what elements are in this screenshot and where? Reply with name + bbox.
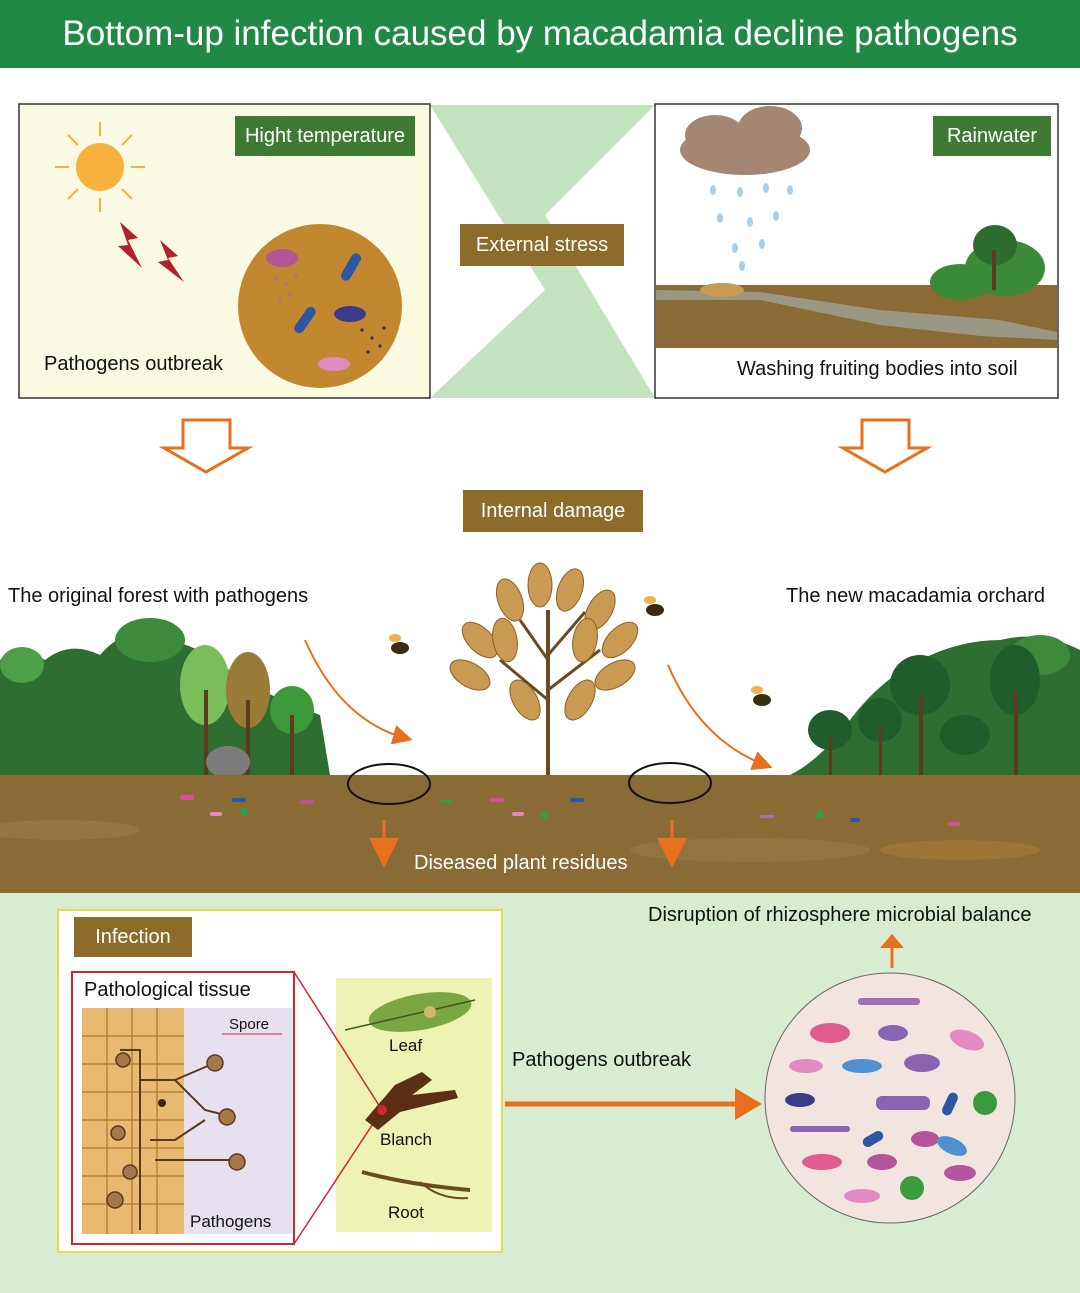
spore-label: Spore xyxy=(229,1016,270,1033)
tissue-title: Pathological tissue xyxy=(84,979,251,1001)
heat-label-text: Hight temperature xyxy=(244,124,406,147)
internal-damage-label: Internal damage xyxy=(463,490,643,532)
root-organ-icon xyxy=(361,1170,471,1200)
rain-panel-trees xyxy=(930,225,1045,300)
plant-cell-tissue xyxy=(82,1008,292,1234)
rain-drops xyxy=(710,183,793,271)
organ-branch-label: Blanch xyxy=(380,1130,432,1149)
title-bar: Bottom-up infection caused by macadamia … xyxy=(0,0,1080,68)
leaf-organ-icon xyxy=(344,992,476,1032)
heat-label: Hight temperature xyxy=(235,116,415,156)
forest-right xyxy=(790,635,1080,775)
organ-root-label: Root xyxy=(388,1203,424,1222)
rain-label: Rainwater xyxy=(933,116,1051,156)
culture-microbes xyxy=(266,249,386,371)
diseased-macadamia-tree xyxy=(449,562,639,775)
page-title: Bottom-up infection caused by macadamia … xyxy=(62,14,1018,53)
residue-circle-left xyxy=(347,763,431,805)
organ-leaf-label: Leaf xyxy=(389,1036,423,1055)
heat-caption: Pathogens outbreak xyxy=(44,353,224,375)
external-stress-label: External stress xyxy=(460,224,624,266)
spread-arrow-left xyxy=(304,639,413,745)
sun-icon xyxy=(55,122,145,212)
down-arrow-left xyxy=(158,418,254,474)
disruption-caption: Disruption of rhizosphere microbial bala… xyxy=(648,904,1032,926)
soil-caption: Diseased plant residues xyxy=(414,852,628,874)
right-orchard-caption: The new macadamia orchard xyxy=(786,585,1046,607)
bee-icon xyxy=(389,596,771,706)
infection-label-text: Infection xyxy=(95,925,171,948)
rhizosphere-microbes xyxy=(785,998,997,1203)
rain-caption: Washing fruiting bodies into soil xyxy=(737,358,1018,380)
left-forest-caption: The original forest with pathogens xyxy=(8,585,309,607)
forest-left xyxy=(0,618,330,778)
pathogens-label: Pathogens xyxy=(190,1212,272,1231)
branch-organ-icon xyxy=(365,1072,458,1130)
spread-arrow-right xyxy=(667,664,773,771)
heat-lightning-icon xyxy=(118,222,184,282)
external-stress-text: External stress xyxy=(475,233,609,256)
leaf-icon xyxy=(700,283,744,297)
soil-band xyxy=(0,775,1080,893)
rain-cloud-icon xyxy=(680,106,810,175)
down-arrow-right xyxy=(837,418,933,474)
internal-damage-text: Internal damage xyxy=(480,499,626,522)
rain-label-text: Rainwater xyxy=(946,124,1038,147)
infection-label: Infection xyxy=(74,917,192,957)
outbreak-caption: Pathogens outbreak xyxy=(512,1049,692,1071)
residue-circle-right xyxy=(628,762,712,804)
soil-microbes xyxy=(180,795,960,826)
